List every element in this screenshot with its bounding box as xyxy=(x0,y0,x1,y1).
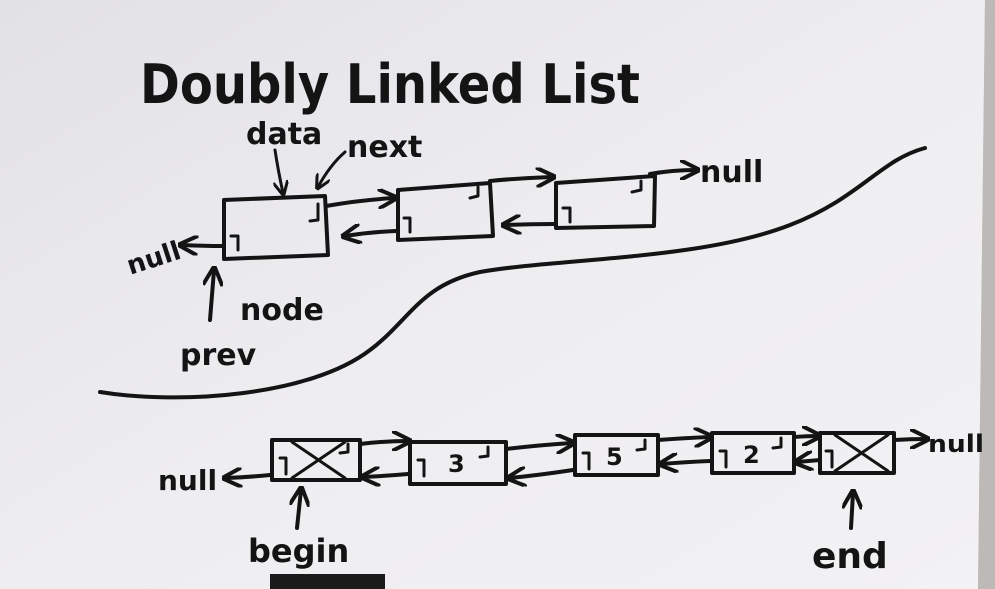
bottom-diagram: 3 5 2 null null begin end xyxy=(158,430,984,577)
pointer-next xyxy=(318,150,347,187)
bottom-node-3-value: 2 xyxy=(743,441,760,469)
divider-curve xyxy=(98,146,927,400)
arrow-prev-2-1 xyxy=(345,231,398,236)
arrow-next-b3-b4 xyxy=(792,436,818,437)
arrow-next-b2-b3 xyxy=(656,437,710,440)
bottom-node-1-value: 3 xyxy=(448,450,465,478)
bottom-node-end-sentinel xyxy=(818,431,896,475)
arrow-prev-b2-b1 xyxy=(510,470,575,478)
label-prev: prev xyxy=(180,338,257,373)
top-node-1 xyxy=(222,194,330,261)
arrow-prev-3-2 xyxy=(505,224,556,225)
arrow-next-1-2 xyxy=(324,198,394,206)
arrow-next-2-3 xyxy=(488,177,552,181)
label-data: data xyxy=(246,117,322,152)
arrow-next-b4-null xyxy=(892,439,926,440)
bottom-node-1 xyxy=(408,440,508,486)
board-bottom-shadow xyxy=(270,574,385,589)
top-diagram: data next null null node prev xyxy=(123,117,763,373)
label-node: node xyxy=(240,293,324,328)
label-null-bottom-right: null xyxy=(928,430,984,458)
label-null-bottom-left: null xyxy=(158,464,217,497)
label-null-top-right: null xyxy=(700,155,763,190)
bottom-node-begin-sentinel xyxy=(270,438,362,482)
arrow-prev-b3-b2 xyxy=(662,461,712,464)
board-edge-shadow xyxy=(978,0,995,589)
top-node-2 xyxy=(396,181,495,242)
label-next: next xyxy=(347,130,422,165)
title: Doubly Linked List xyxy=(140,53,640,116)
top-node-3 xyxy=(554,174,657,230)
arrow-next-b1-b2 xyxy=(504,443,572,449)
pointer-node xyxy=(210,270,214,322)
pointer-data xyxy=(275,148,283,193)
pointer-end xyxy=(851,493,853,530)
arrow-prev-b0-null xyxy=(226,475,272,478)
bottom-node-2-value: 5 xyxy=(606,443,623,471)
pointer-begin xyxy=(297,490,301,530)
arrow-next-3-null xyxy=(648,170,696,174)
arrow-prev-b4-b3 xyxy=(797,460,822,462)
arrow-next-b0-b1 xyxy=(358,441,408,444)
label-begin: begin xyxy=(248,532,349,570)
label-end: end xyxy=(812,536,888,577)
arrow-prev-b1-b0 xyxy=(364,474,410,477)
arrow-prev-1-null xyxy=(182,245,224,246)
